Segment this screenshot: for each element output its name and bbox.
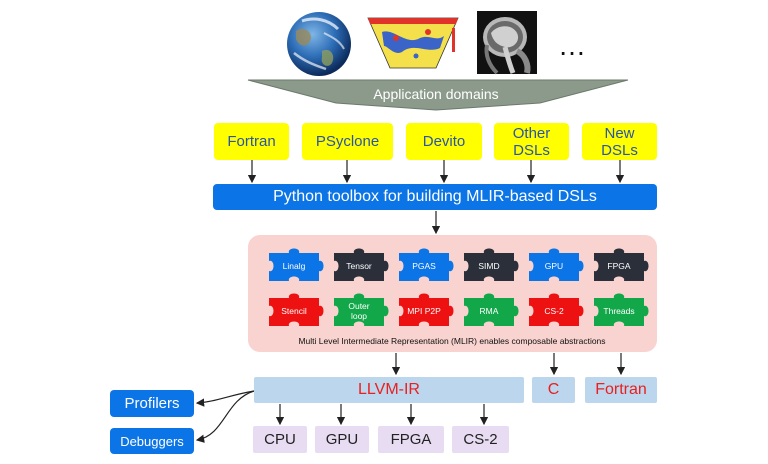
frontend-other-dsls: Other DSLs (494, 123, 569, 160)
mlir-piece-pgas: PGAS (395, 247, 454, 285)
mlir-piece-stencil: Stencil (265, 292, 324, 330)
target-cpu: CPU (253, 426, 307, 453)
target-cs2: CS-2 (452, 426, 509, 453)
mlir-piece-label: Stencil (281, 306, 307, 316)
mlir-piece-rma: RMA (460, 292, 519, 330)
mlir-piece-label: GPU (544, 261, 564, 271)
puzzle-piece-icon (334, 248, 389, 281)
frontend-devito: Devito (406, 123, 482, 160)
frontend-fortran: Fortran (214, 123, 289, 160)
mlir-piece-label: PGAS (412, 261, 436, 271)
frontend-new-dsls-label: New DSLs (601, 124, 638, 159)
python-toolbox-bar: Python toolbox for building MLIR-based D… (213, 184, 657, 210)
backend-fortran: Fortran (585, 377, 657, 403)
profilers-box: Profilers (110, 390, 194, 417)
puzzle-piece-icon (529, 293, 584, 326)
mlir-piece-linalg: Linalg (265, 247, 324, 285)
mlir-piece-label: FPGA (607, 261, 631, 271)
backend-c: C (532, 377, 575, 403)
mlir-piece-label: Tensor (346, 261, 372, 271)
mlir-piece-label: SIMD (478, 261, 500, 271)
puzzle-piece-icon (529, 248, 584, 281)
mri-brain-scan-image (477, 11, 537, 75)
puzzle-piece-icon (464, 248, 519, 281)
arrow-llvm-profilers (195, 390, 255, 407)
mlir-piece-gpu: GPU (525, 247, 584, 285)
puzzle-piece-icon (269, 293, 324, 326)
mlir-piece-mpi-p2p: MPI P2P (395, 292, 454, 330)
backend-llvm-ir: LLVM-IR (254, 377, 524, 403)
puzzle-piece-icon (399, 293, 454, 326)
frontend-other-dsls-label: Other DSLs (512, 124, 551, 159)
mlir-caption: Multi Level Intermediate Representation … (298, 336, 606, 346)
frontend-new-dsls: New DSLs (582, 123, 657, 160)
puzzle-piece-icon (269, 248, 324, 281)
mlir-piece-threads: Threads (590, 292, 649, 330)
mlir-piece-tensor: Tensor (330, 247, 389, 285)
application-domains-label: Application domains (373, 86, 499, 102)
mlir-piece-label: Linalg (282, 261, 306, 271)
mlir-piece-label: CS-2 (544, 306, 564, 316)
puzzle-piece-icon (399, 248, 454, 281)
puzzle-piece-icon (334, 293, 389, 326)
puzzle-piece-icon (464, 293, 519, 326)
ellipsis: … (558, 30, 590, 61)
application-domains-banner-shape (247, 79, 629, 111)
mlir-piece-outer-loop: Outer loop (330, 292, 389, 330)
mlir-piece-label: MPI P2P (407, 306, 441, 316)
mlir-piece-label: Outer loop (348, 301, 370, 321)
puzzle-piece-icon (594, 293, 649, 326)
target-fpga: FPGA (378, 426, 444, 453)
earth-globe-image (287, 12, 351, 76)
mlir-piece-fpga: FPGA (590, 247, 649, 285)
mlir-piece-cs-2: CS-2 (525, 292, 584, 330)
frontend-psyclone: PSyclone (302, 123, 393, 160)
arrow-llvm-debuggers (195, 390, 255, 443)
mantle-cross-section-image (367, 17, 459, 69)
mlir-piece-label: Threads (603, 306, 635, 316)
target-gpu: GPU (315, 426, 369, 453)
puzzle-piece-icon (594, 248, 649, 281)
mlir-piece-label: RMA (479, 306, 499, 316)
mlir-piece-simd: SIMD (460, 247, 519, 285)
debuggers-box: Debuggers (110, 428, 194, 454)
